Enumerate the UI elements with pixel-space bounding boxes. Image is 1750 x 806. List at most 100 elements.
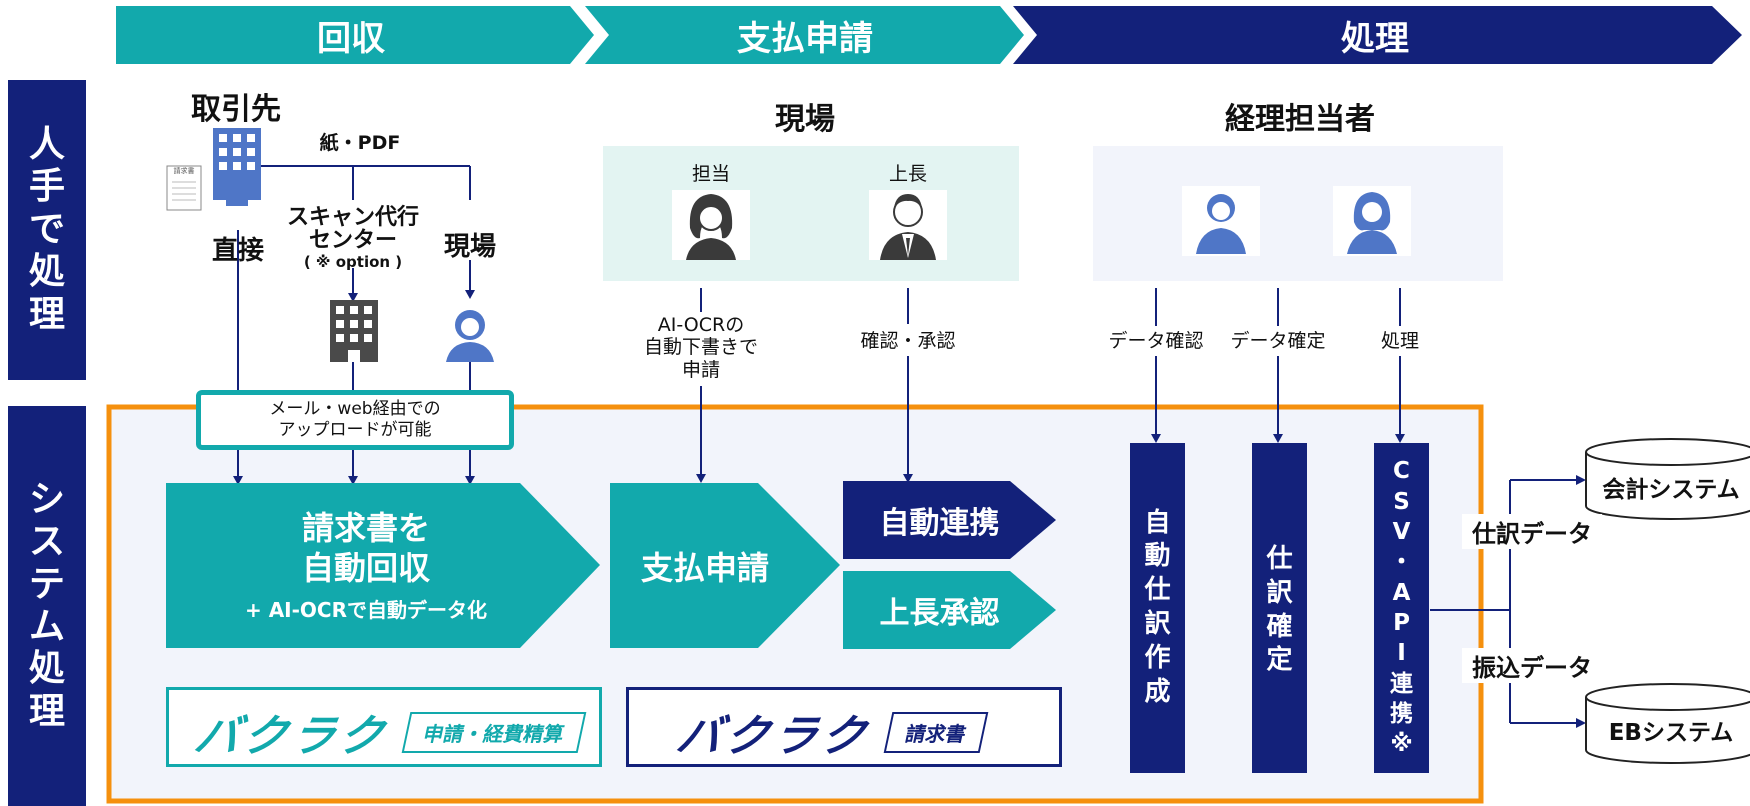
csv-api-char: P <box>1393 610 1410 636</box>
partner-title: 取引先 <box>191 92 281 127</box>
staff-label: 担当 <box>691 163 730 185</box>
upload-note-box: メール・web経由での アップロードが可能 <box>196 390 514 450</box>
journal-confirm-box: 仕 訳 確 定 <box>1252 443 1307 773</box>
csv-api-char: 携 <box>1390 701 1413 728</box>
csv-api-char: I <box>1397 640 1406 667</box>
auto-collect-text: 請求書を 自動回収 + AI-OCRで自動データ化 <box>166 483 566 648</box>
auto-journal-char: 動 <box>1144 541 1171 572</box>
accountant-woman-avatar-icon <box>1333 186 1411 256</box>
sidebar-manual: 人 手 で 処 理 <box>8 80 86 380</box>
logo-expense: バクラク 申請・経費精算 <box>191 700 587 764</box>
auto-collect-line1: 請求書を <box>301 509 430 547</box>
journal-data-label: 仕訳データ <box>1462 514 1602 549</box>
sidebar-manual-char: 処 <box>28 251 65 293</box>
header-collect: 回収 <box>317 18 385 59</box>
sidebar-system: シ ス テ ム 処 理 <box>8 406 86 806</box>
logo-invoice: バクラク 請求書 <box>673 700 989 764</box>
paper-pdf-label: 紙・PDF <box>319 132 401 154</box>
data-confirm-label: データ確定 <box>1230 330 1326 352</box>
transfer-data-label: 振込データ <box>1462 648 1602 683</box>
sidebar-manual-char: 理 <box>28 293 65 335</box>
ocr-line2: 自動下書きで <box>643 336 758 359</box>
output-arrowheads <box>1576 475 1586 728</box>
accountant-man-avatar-icon <box>1182 186 1260 256</box>
ocr-line3: 申請 <box>681 358 720 381</box>
logo-invoice-tag: 請求書 <box>883 711 989 753</box>
journal-confirm-char: 定 <box>1266 645 1293 676</box>
scan-service-label: スキャン代行 センター ( ※ option ) <box>278 206 428 271</box>
accounting-connectors <box>1155 288 1401 436</box>
field-panel <box>603 146 1019 281</box>
logo-expense-word: バクラク <box>190 711 392 762</box>
journal-confirm-char: 確 <box>1266 611 1293 642</box>
scan-service-option: ( ※ option ) <box>303 253 403 272</box>
accounting-title: 経理担当者 <box>1225 102 1375 137</box>
sidebar-system-char: 理 <box>28 690 65 732</box>
accounting-panel <box>1093 146 1503 281</box>
direct-label: 直接 <box>211 236 264 266</box>
payment-request-text: 支払申請 <box>640 548 769 587</box>
sidebar-system-char: シ <box>28 478 65 520</box>
partner-arrowheads <box>233 290 475 485</box>
journal-confirm-char: 仕 <box>1266 544 1293 574</box>
auto-journal-char: 作 <box>1144 642 1171 673</box>
header-band-collect <box>116 6 594 64</box>
logo-invoice-word: バクラク <box>672 711 874 762</box>
field-connectors <box>700 288 909 476</box>
auto-collect-arrow <box>166 483 600 648</box>
auto-journal-char: 仕 <box>1144 575 1171 606</box>
sidebar-system-char: 処 <box>28 648 65 690</box>
journal-confirm-char: 訳 <box>1266 577 1293 608</box>
sidebar-manual-char: 人 <box>28 123 65 165</box>
staff-avatar-icon <box>672 190 750 260</box>
processing-label: 処理 <box>1380 330 1419 352</box>
sidebar-manual-char: 手 <box>28 166 65 208</box>
boss-approval-arrow <box>843 571 1056 649</box>
scan-service-line2: センター <box>308 228 397 254</box>
eb-system-db <box>1585 683 1750 764</box>
invoice-document-icon <box>166 165 202 211</box>
field-arrowheads <box>696 474 913 483</box>
csv-api-char: C <box>1393 458 1410 485</box>
upload-line2: アップロードが可能 <box>278 420 432 440</box>
field-label: 現場 <box>443 232 496 262</box>
auto-collect-line2: 自動回収 <box>301 549 430 587</box>
boss-approval-text: 上長承認 <box>879 596 1000 631</box>
sidebar-system-char: ム <box>28 606 65 647</box>
auto-journal-char: 自 <box>1144 507 1171 538</box>
ocr-draft-label: AI-OCRの 自動下書きで 申請 <box>621 314 781 381</box>
csv-api-char: ※ <box>1390 731 1413 758</box>
csv-api-box: C S V ・ A P I 連 携 ※ <box>1374 443 1429 773</box>
header-band-process <box>1013 6 1742 64</box>
logo-invoice-frame <box>626 687 1062 767</box>
csv-api-char: 連 <box>1390 670 1413 697</box>
auto-link-text: 自動連携 <box>879 506 1000 541</box>
field-worker-icon <box>446 310 494 362</box>
auto-journal-box: 自 動 仕 訳 作 成 <box>1130 443 1185 773</box>
ocr-line1: AI-OCRの <box>657 314 745 336</box>
boss-label: 上長 <box>888 163 927 185</box>
csv-api-char: V <box>1392 518 1411 545</box>
auto-link-arrow <box>843 481 1056 559</box>
csv-api-char: A <box>1392 579 1411 606</box>
invoice-doc-label: 請求書 <box>173 167 195 175</box>
logo-expense-tag: 申請・経費精算 <box>401 711 587 753</box>
accounting-arrowheads <box>1151 434 1405 443</box>
auto-journal-char: 成 <box>1144 676 1171 707</box>
logo-expense-frame <box>166 687 602 767</box>
field-title: 現場 <box>775 102 835 137</box>
accounting-system-db <box>1585 438 1750 520</box>
csv-api-char: ・ <box>1390 549 1413 576</box>
sidebar-system-char: ス <box>28 521 65 563</box>
accounting-system-label: 会計システム <box>1602 477 1740 503</box>
auto-collect-sub: + AI-OCRで自動データ化 <box>244 598 488 622</box>
header-band-request <box>585 6 1024 64</box>
header-process: 処理 <box>1341 18 1409 59</box>
header-request: 支払申請 <box>737 18 873 59</box>
csv-api-char: S <box>1393 488 1410 515</box>
eb-system-label: EBシステム <box>1608 720 1734 746</box>
upload-line1: メール・web経由での <box>269 398 441 419</box>
data-check-label: データ確認 <box>1108 330 1204 352</box>
payment-request-arrow <box>610 483 840 648</box>
boss-avatar-icon <box>869 190 947 260</box>
